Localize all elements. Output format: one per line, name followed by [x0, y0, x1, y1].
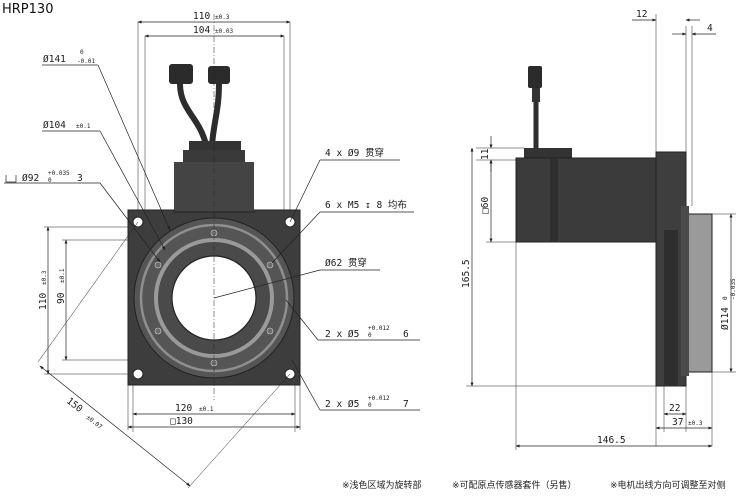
callout-pin-b: 2 x Ø5	[325, 399, 359, 410]
dim-dia-114: Ø114	[720, 307, 731, 330]
dim-130-square: □130	[170, 416, 193, 427]
svg-text:±0.07: ±0.07	[85, 414, 104, 431]
svg-text:-0.035: -0.035	[730, 278, 737, 300]
svg-text:±0.3: ±0.3	[215, 14, 230, 21]
svg-text:±0.1: ±0.1	[59, 268, 66, 283]
dim-dia-141: Ø141	[43, 54, 66, 65]
corner-hole	[132, 368, 144, 380]
dim-150-diag: 150	[64, 396, 85, 415]
note-origin-sensor: ※可配原点传感器套件（另售）	[452, 479, 577, 491]
front-view	[127, 14, 301, 400]
callout-dia62: Ø62 贯穿	[325, 257, 367, 269]
svg-text:0: 0	[722, 296, 729, 300]
dim-104: 104	[193, 25, 210, 36]
drawing-title: HRP130	[2, 2, 53, 17]
dim-120: 120	[175, 403, 192, 414]
svg-text:+0.012: +0.012	[368, 395, 390, 402]
connector-right	[208, 66, 230, 84]
dim-90: 90	[56, 292, 67, 304]
dim-60: □60	[480, 197, 491, 214]
svg-text:-0.01: -0.01	[77, 58, 95, 65]
dim-37: 37	[672, 417, 683, 428]
svg-text:+0.035: +0.035	[48, 170, 70, 177]
connector-left	[169, 64, 193, 84]
note-cable-direction: ※电机出线方向可调整至对侧	[610, 479, 726, 491]
svg-text:0: 0	[368, 402, 372, 409]
svg-text:+0.012: +0.012	[368, 325, 390, 332]
dim-146-5: 146.5	[597, 435, 626, 446]
svg-text:0: 0	[48, 177, 52, 184]
dim-4: 4	[707, 23, 713, 34]
svg-text:3: 3	[77, 173, 83, 184]
dim-dia-92: Ø92	[22, 173, 39, 184]
svg-text:7: 7	[403, 399, 409, 410]
svg-text:±0.1: ±0.1	[199, 406, 214, 413]
dim-dia-104: Ø104	[43, 120, 66, 131]
svg-text:0: 0	[368, 332, 372, 339]
dim-12: 12	[636, 9, 647, 20]
dim-22: 22	[669, 403, 680, 414]
notes: ※浅色区域为旋转部 ※可配原点传感器套件（另售） ※电机出线方向可调整至对侧	[342, 479, 726, 491]
svg-text:±0.3: ±0.3	[688, 420, 703, 427]
side-view	[515, 66, 713, 387]
side-dimensions: 12 4 11 □60 165.5 Ø114 0 -0.035 22	[461, 9, 737, 450]
dim-110-left: 110	[38, 293, 49, 310]
side-connector	[528, 66, 542, 88]
side-output-disc	[685, 213, 713, 373]
dim-11: 11	[480, 148, 491, 160]
side-motor	[515, 157, 657, 243]
note-rotating-area: ※浅色区域为旋转部	[342, 479, 422, 491]
svg-text:±0.03: ±0.03	[215, 28, 233, 35]
svg-text:6: 6	[403, 329, 409, 340]
svg-text:±0.1: ±0.1	[76, 123, 91, 130]
svg-text:±0.3: ±0.3	[41, 270, 48, 285]
svg-text:0: 0	[80, 49, 84, 56]
dim-165-5: 165.5	[461, 259, 472, 288]
callout-4x-dia9: 4 x Ø9 贯穿	[325, 147, 384, 159]
callout-pin-a: 2 x Ø5	[325, 329, 359, 340]
callout-6x-m5: 6 x M5 ↧ 8 均布	[325, 199, 407, 211]
dim-110-top: 110	[193, 11, 210, 22]
